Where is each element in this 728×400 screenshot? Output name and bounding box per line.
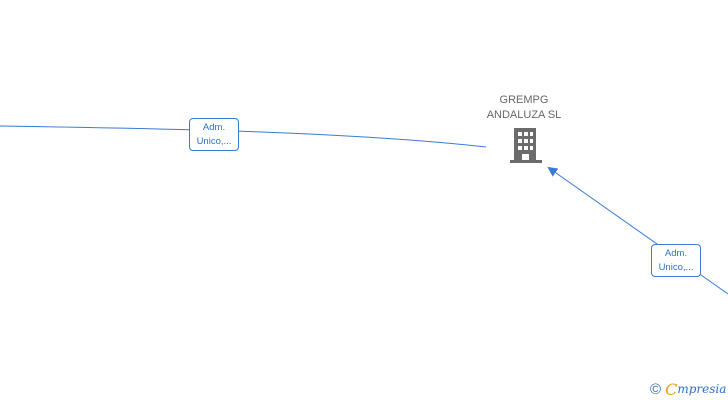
edge-line-left (0, 125, 487, 148)
company-name[interactable]: GREMPG ANDALUZA SL (486, 94, 562, 121)
edge-label-right-line2: Unico,... (658, 262, 694, 273)
edge-label-left-line2: Unico,... (196, 136, 232, 147)
copyright-icon: © (650, 380, 662, 398)
edge-label-left-line1: Adm. (202, 122, 226, 133)
brand-logo[interactable]: © C mpresia (650, 379, 726, 399)
edge-label-left[interactable]: Adm. Unico,... (189, 118, 239, 151)
edge-line-right (547, 166, 728, 295)
logo-initial: C (665, 379, 678, 399)
edge-label-right[interactable]: Adm. Unico,... (651, 244, 701, 277)
logo-text: mpresia (677, 382, 727, 396)
building-icon[interactable] (510, 128, 542, 164)
edge-label-right-line1: Adm. (664, 248, 688, 259)
